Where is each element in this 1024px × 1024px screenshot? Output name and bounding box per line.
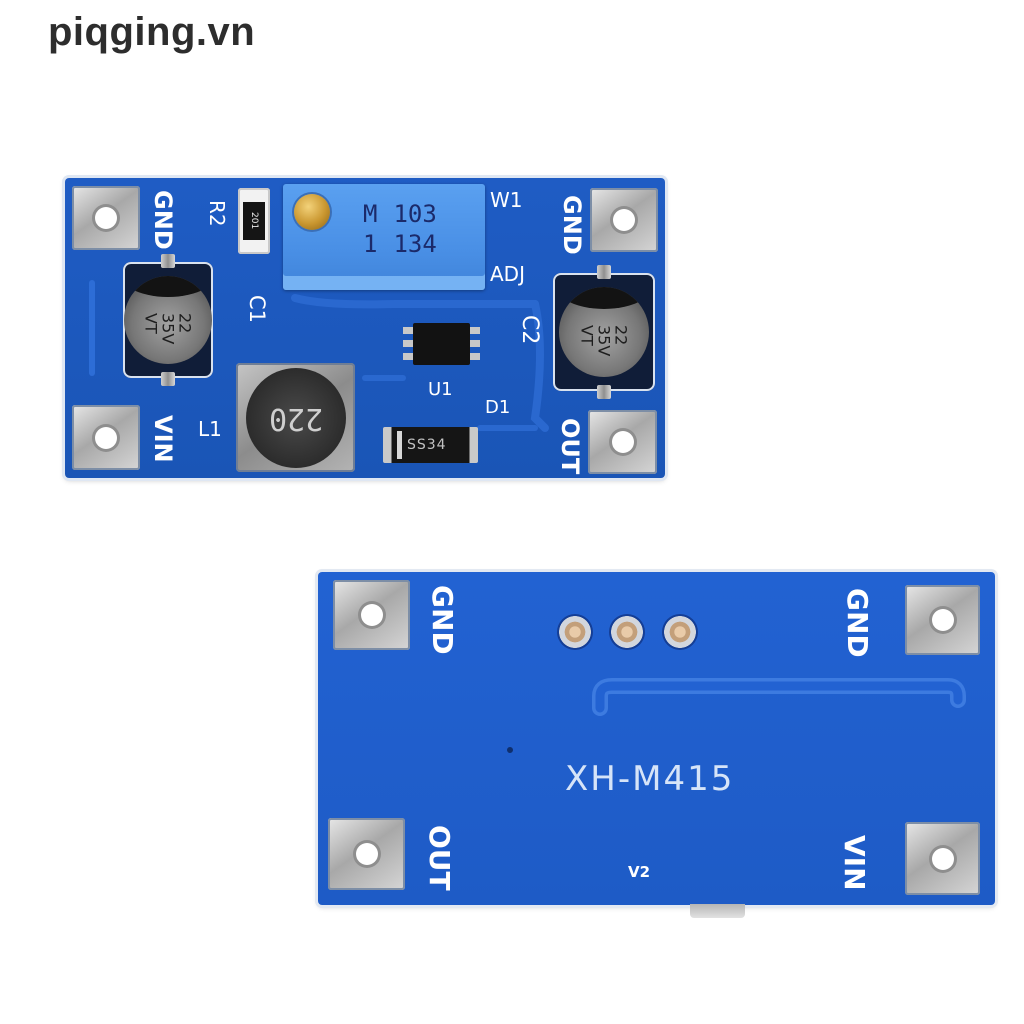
bottom-board-trace (592, 678, 966, 716)
potentiometer-row-2: 1 134 (363, 230, 437, 260)
ic-pin (403, 353, 413, 360)
ic-pin (470, 340, 480, 347)
diode-cathode-band (397, 431, 402, 459)
label-c2: C2 (517, 315, 542, 345)
mounting-hole (611, 431, 634, 453)
ic-pin (470, 327, 480, 334)
watermark-text: piqging.vn (48, 10, 256, 54)
label-gnd-right: GND (841, 588, 874, 658)
capacitor-value: 22 (175, 313, 195, 334)
polarity-band (559, 287, 649, 309)
mounting-hole (613, 209, 635, 231)
label-gnd-left: GND (426, 585, 459, 655)
capacitor-markings: 22 35V VT (141, 313, 195, 345)
label-l1: L1 (198, 417, 222, 441)
potentiometer-markings: M 103 1 134 (363, 200, 437, 260)
potentiometer-code: 134 (393, 230, 437, 258)
capacitor-c1: 22 35V VT (123, 254, 213, 386)
potentiometer-w1: M 103 1 134 (283, 184, 485, 290)
potentiometer-mark: M (363, 200, 378, 228)
capacitor-lead (597, 385, 611, 399)
ic-u1 (403, 323, 480, 365)
adjust-screw (294, 194, 330, 230)
capacitor-lead (161, 372, 175, 386)
label-gnd-left: GND (149, 190, 177, 250)
mounting-hole (95, 207, 117, 229)
mounting-hole (355, 843, 378, 865)
ic-pin (403, 340, 413, 347)
mounting-hole (95, 426, 117, 449)
label-u1: U1 (428, 379, 453, 400)
potentiometer-row-1: M 103 (363, 200, 437, 230)
diode-d1: SS34 (383, 427, 478, 463)
inductor-code: 220 (268, 400, 324, 436)
capacitor-voltage: 35V (594, 325, 614, 357)
fiducial-dot (507, 747, 513, 753)
pad-gnd-top-left (333, 580, 410, 650)
label-c1: C1 (245, 295, 269, 324)
label-gnd-right: GND (558, 195, 586, 255)
via-hole (662, 614, 698, 650)
label-vin: VIN (149, 415, 177, 463)
ic-pin (403, 327, 413, 334)
pad-vin (905, 822, 980, 895)
capacitor-markings: 22 35V VT (577, 325, 631, 357)
label-out: OUT (556, 418, 584, 475)
capacitor-can: 22 35V VT (559, 287, 649, 377)
polarity-band (124, 276, 212, 298)
label-d1: D1 (485, 397, 511, 418)
label-r2: R2 (205, 200, 229, 227)
mounting-hole (931, 609, 954, 631)
capacitor-can: 22 35V VT (124, 276, 212, 364)
ic-pin (470, 353, 480, 360)
potentiometer-value: 103 (393, 200, 437, 228)
top-board: GND R2 201 M 103 1 134 W1 ADJ GND 22 (65, 178, 665, 478)
label-out: OUT (423, 825, 456, 891)
capacitor-voltage: 35V (158, 313, 178, 345)
capacitor-c2: 22 35V VT (553, 265, 655, 399)
mounting-hole (360, 604, 383, 626)
capacitor-lead (161, 254, 175, 268)
pad-out (588, 410, 657, 474)
pad-gnd-top-right (590, 188, 658, 252)
via-hole (557, 614, 593, 650)
label-adj: ADJ (490, 262, 525, 286)
label-w1: W1 (490, 188, 523, 212)
capacitor-lead (597, 265, 611, 279)
resistor-body: 201 (243, 202, 265, 240)
bottom-board: GND GND XH-M415 OUT V2 VIN (318, 572, 995, 905)
board-edge-component (690, 904, 745, 918)
pad-out (328, 818, 405, 890)
pad-gnd-top-left (72, 186, 140, 250)
via-hole (609, 614, 645, 650)
capacitor-series: VT (577, 325, 597, 347)
diode-code: SS34 (407, 437, 447, 453)
potentiometer-mark: 1 (363, 230, 378, 258)
capacitor-series: VT (141, 313, 161, 335)
label-vin: VIN (838, 835, 871, 891)
resistor-r2: 201 (238, 188, 270, 254)
resistor-code: 201 (249, 212, 259, 230)
pad-gnd-top-right (905, 585, 980, 655)
inductor-l1: 220 (236, 363, 355, 472)
top-board-traces (89, 280, 549, 432)
inductor-core: 220 (246, 368, 346, 468)
model-number: XH-M415 (565, 759, 735, 799)
version-label: V2 (628, 863, 651, 881)
capacitor-value: 22 (611, 325, 631, 346)
mounting-hole (931, 847, 954, 870)
pad-vin (72, 405, 140, 470)
